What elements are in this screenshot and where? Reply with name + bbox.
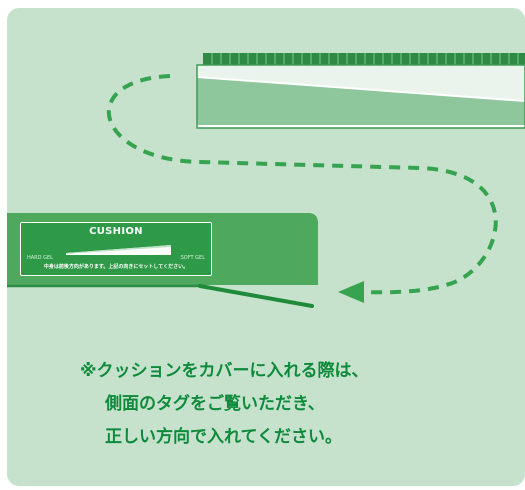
tag-note: 中身は前後方向があります。上記の向きにセットしてください。 [43, 264, 189, 270]
cushion-tag: CUSHION HARD GEL SOFT GEL 中身は前後方向があります。上… [20, 222, 212, 276]
dashed-curved-arrow-icon [107, 74, 498, 295]
arrow-left-icon [338, 281, 364, 303]
soft-gel-label: SOFT GEL [180, 255, 205, 261]
tag-title: CUSHION [89, 226, 143, 237]
caption-line-3: 正しい方向で入れてください。 [105, 427, 342, 447]
hard-gel-label: HARD GEL [27, 255, 53, 261]
top-cushion [196, 53, 525, 129]
caption-line-2: 側面のタグをご覧いただき、 [105, 394, 325, 414]
caption-line-1: ※クッションをカバーに入れる際は、 [80, 361, 369, 381]
wedge-diagram [66, 245, 171, 255]
